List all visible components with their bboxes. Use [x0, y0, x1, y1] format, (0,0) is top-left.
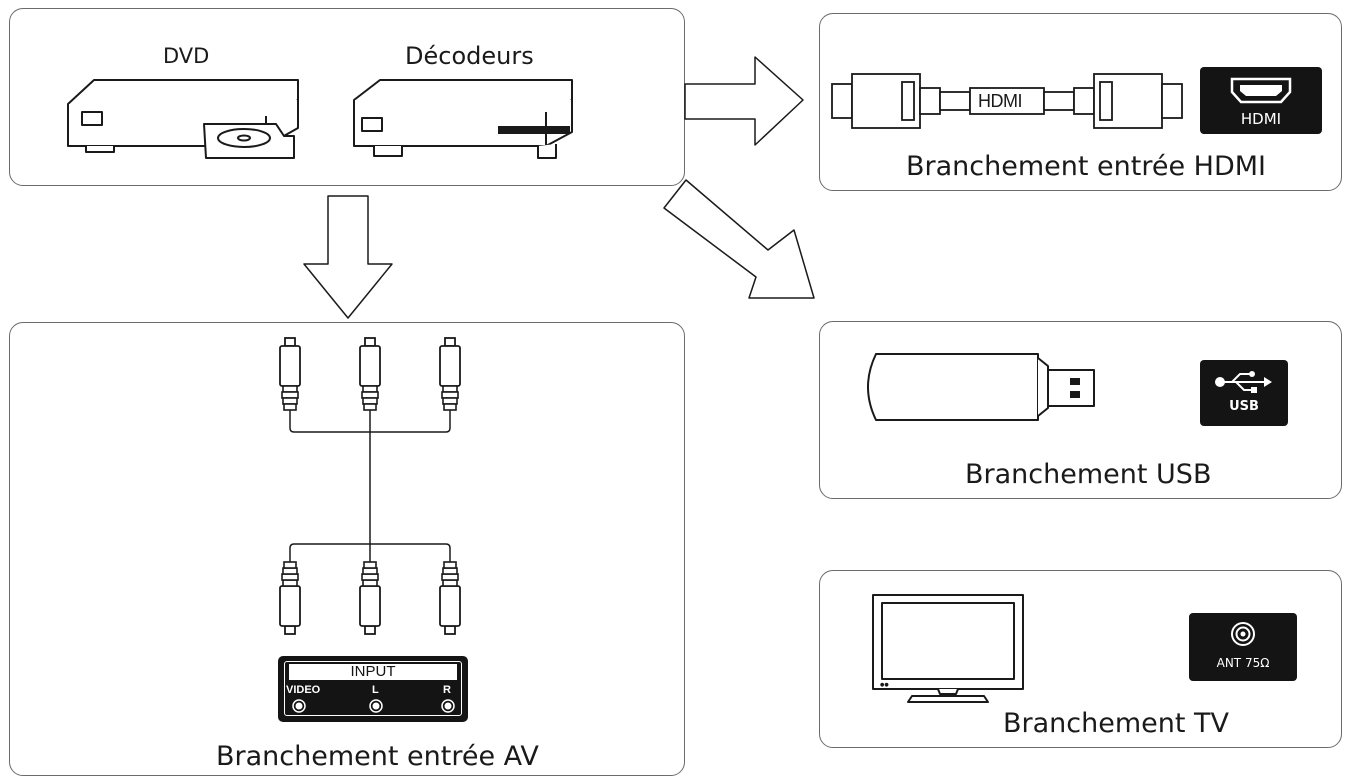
av-jack-r[interactable]: [441, 699, 455, 713]
dvd-label: DVD: [163, 44, 210, 68]
usb-port-label: USB: [1229, 399, 1259, 414]
av-input-title: INPUT: [350, 663, 396, 680]
arrow-to-av: [303, 195, 393, 319]
hdmi-port-icon: [1230, 77, 1292, 104]
usb-symbol-icon: [1215, 371, 1272, 393]
av-jack-video[interactable]: [292, 699, 306, 713]
av-input-title-box: [289, 664, 457, 680]
av-jack-label-l: L: [372, 684, 379, 696]
svg-text:●●: ●●: [880, 682, 889, 688]
antenna-port-label: ANT 75Ω: [1216, 656, 1270, 670]
av-jack-label-r: R: [443, 684, 451, 696]
antenna-port-badge: ANT 75Ω: [1189, 613, 1297, 681]
hdmi-port-label: HDMI: [1240, 110, 1282, 128]
hdmi-port-badge: HDMI: [1200, 67, 1322, 134]
av-input-plate: INPUT VIDEO L R: [278, 656, 468, 722]
usb-port-badge: USB: [1200, 360, 1288, 426]
av-caption: Branchement entrée AV: [216, 741, 539, 772]
arrow-to-hdmi: [684, 56, 804, 146]
av-cable-diagram: [279, 337, 461, 635]
antenna-port-icon: [1231, 622, 1255, 646]
rca-plug-icon: [359, 337, 381, 411]
rca-plug-icon: [279, 561, 301, 635]
arrow-to-usb: [663, 179, 815, 299]
av-input-inner: [284, 661, 462, 716]
rca-plug-icon: [279, 337, 301, 411]
tv-caption: Branchement TV: [1003, 708, 1230, 739]
dvd-player-icon: [67, 79, 299, 159]
tv-icon: ●●: [872, 594, 1024, 703]
rca-plug-icon: [439, 561, 461, 635]
hdmi-caption: Branchement entrée HDMI: [906, 151, 1267, 182]
av-jack-l[interactable]: [369, 699, 383, 713]
usb-stick-icon: [867, 353, 1095, 421]
decoder-box-icon: [353, 79, 573, 159]
rca-plug-icon: [439, 337, 461, 411]
hdmi-cable-label: HDMI: [978, 91, 1023, 111]
hdmi-cable-icon: [831, 73, 1183, 129]
rca-plug-icon: [359, 561, 381, 635]
usb-caption: Branchement USB: [965, 459, 1212, 490]
decoder-label: Décodeurs: [405, 42, 534, 70]
av-jack-label-video: VIDEO: [286, 684, 321, 696]
